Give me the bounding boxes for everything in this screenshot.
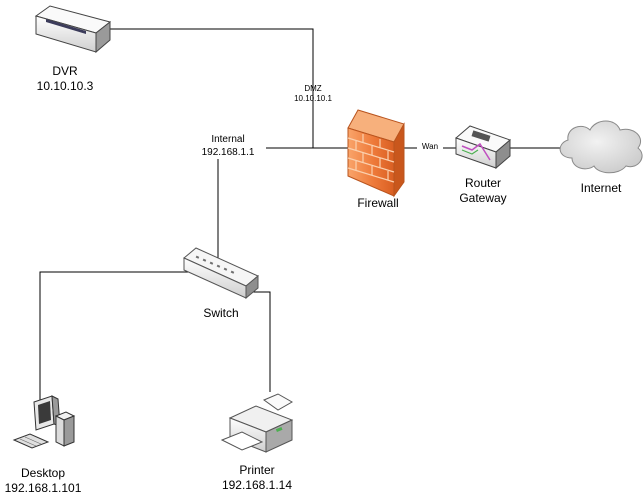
desktop-ip: 192.168.1.101 — [4, 481, 82, 495]
internal-label: Internal 192.168.1.1 — [190, 134, 266, 159]
printer-icon — [220, 393, 294, 453]
dvr-icon — [34, 5, 112, 54]
internet-name: Internet — [580, 181, 622, 195]
internal-name: Internal — [211, 134, 245, 145]
dmz-label: DMZ 10.10.10.1 — [283, 84, 343, 104]
switch-icon — [183, 247, 259, 300]
dvr-ip: 10.10.10.3 — [36, 79, 94, 93]
link-dvr-firewall — [100, 28, 314, 148]
router-line2: Gateway — [459, 191, 507, 205]
switch-name: Switch — [203, 306, 239, 320]
firewall-name: Firewall — [357, 196, 399, 210]
firewall-label: Firewall — [340, 196, 416, 211]
router-line1: Router — [464, 176, 502, 190]
internal-ip: 192.168.1.1 — [201, 146, 255, 158]
router-label: Router Gateway — [448, 176, 518, 206]
switch-label: Switch — [186, 306, 256, 321]
dmz-ip: 10.10.10.1 — [294, 94, 332, 103]
desktop-name: Desktop — [20, 466, 66, 480]
wan-name: Wan — [421, 142, 439, 151]
wan-label: Wan — [417, 142, 443, 152]
internet-label: Internet — [566, 181, 636, 196]
firewall-icon — [347, 109, 405, 198]
printer-label: Printer 192.168.1.14 — [212, 463, 302, 493]
cloud-icon — [559, 120, 643, 174]
desktop-label: Desktop 192.168.1.101 — [0, 466, 86, 496]
dmz-name: DMZ — [304, 84, 322, 93]
dvr-label: DVR 10.10.10.3 — [30, 64, 100, 94]
printer-ip: 192.168.1.14 — [221, 478, 293, 492]
printer-name: Printer — [239, 463, 275, 477]
router-icon — [455, 125, 511, 170]
desktop-icon — [12, 395, 76, 449]
link-switch-desktop — [39, 271, 196, 405]
dvr-name: DVR — [52, 64, 78, 78]
